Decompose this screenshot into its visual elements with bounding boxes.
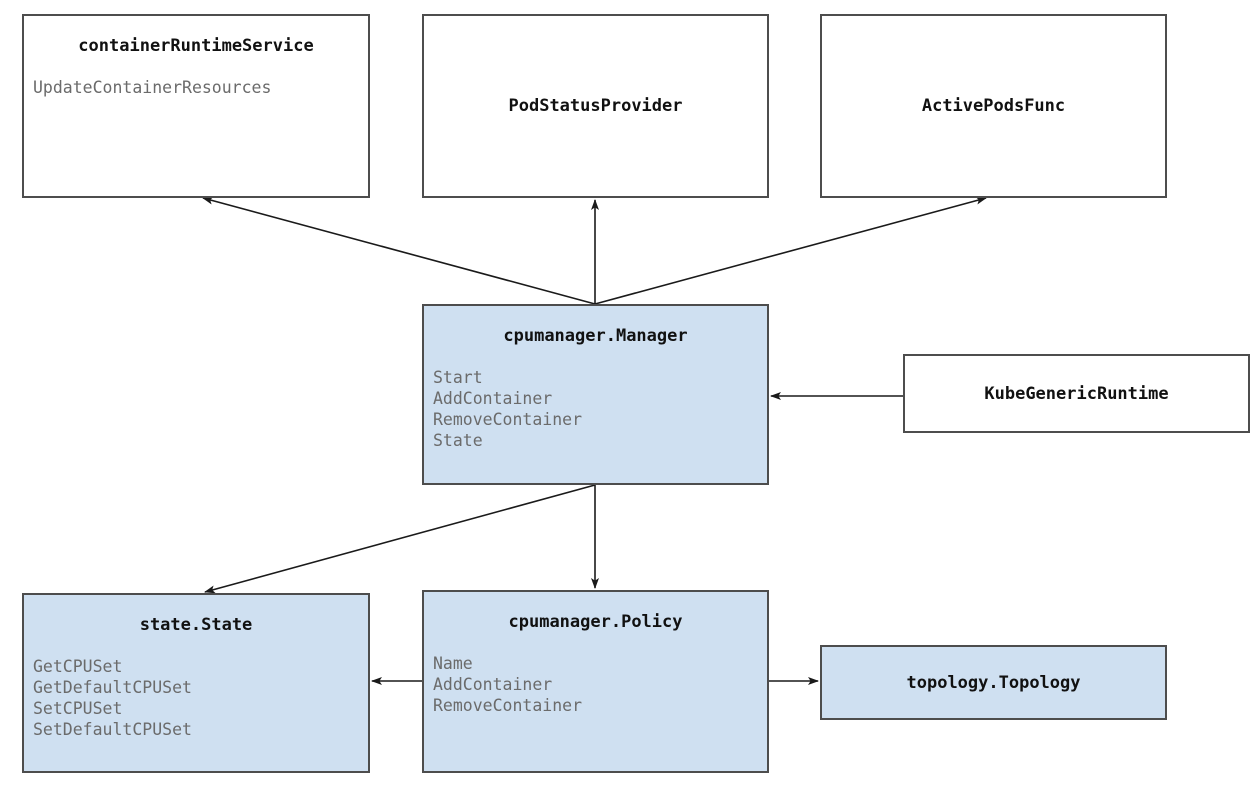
class-node-title-active-pods-func: ActivePodsFunc (921, 96, 1066, 116)
edge-manager-to-state-state (204, 484, 596, 594)
class-node-title-state-state: state.State (139, 615, 253, 635)
class-member: RemoveContainer (433, 696, 583, 715)
class-node-title-kube-generic-runtime: KubeGenericRuntime (984, 384, 1169, 404)
class-node-title-container-runtime-service: containerRuntimeService (78, 36, 314, 56)
class-node-topology-topology[interactable]: topology.Topology (820, 645, 1167, 720)
class-member: Name (433, 654, 473, 673)
class-node-title-topology-topology: topology.Topology (906, 673, 1081, 693)
edge-manager-to-container-runtime-service (202, 196, 596, 305)
class-member: State (433, 431, 483, 450)
class-member: GetCPUSet (33, 657, 123, 676)
class-node-members-container-runtime-service: UpdateContainerResources (33, 77, 271, 98)
class-node-title-pod-status-provider: PodStatusProvider (508, 96, 683, 116)
class-member: GetDefaultCPUSet (33, 678, 192, 697)
edge-manager-to-active-pods-func (594, 196, 987, 305)
class-node-kube-generic-runtime[interactable]: KubeGenericRuntime (903, 354, 1250, 433)
class-member: Start (433, 368, 483, 387)
class-node-pod-status-provider[interactable]: PodStatusProvider (422, 14, 769, 198)
class-member: AddContainer (433, 675, 553, 694)
class-node-title-cpumanager-policy: cpumanager.Policy (508, 612, 683, 632)
class-member: SetDefaultCPUSet (33, 720, 192, 739)
class-member: AddContainer (433, 389, 553, 408)
class-member: SetCPUSet (33, 699, 123, 718)
class-node-active-pods-func[interactable]: ActivePodsFunc (820, 14, 1167, 198)
class-member: RemoveContainer (433, 410, 583, 429)
class-member: UpdateContainerResources (33, 78, 272, 97)
class-node-title-cpumanager-manager: cpumanager.Manager (503, 326, 688, 346)
